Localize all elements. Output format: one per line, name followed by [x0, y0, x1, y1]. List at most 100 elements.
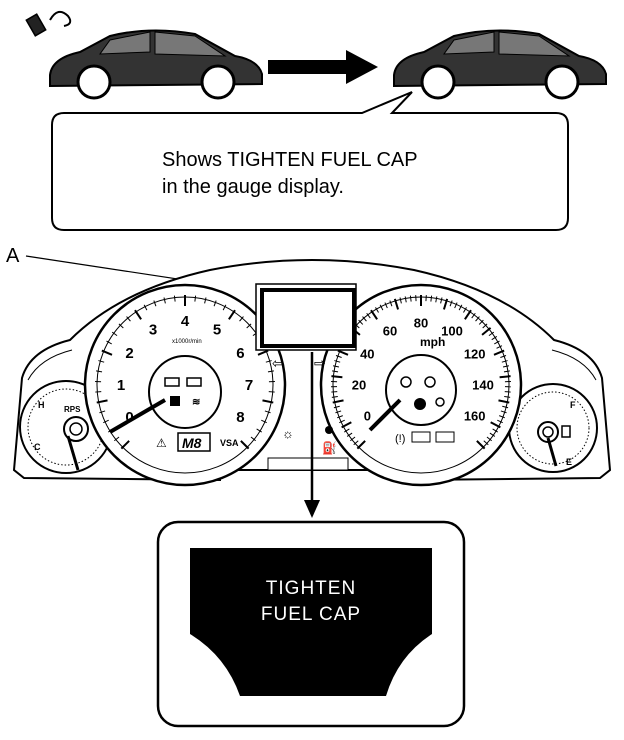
dial-tick: [335, 355, 342, 358]
dial-tick: [389, 300, 393, 307]
dial-tick: [409, 295, 412, 302]
dial-tick: [331, 375, 343, 379]
dial-tick: [337, 415, 343, 419]
security-indicator-icon: [325, 426, 333, 434]
dial-tick: [442, 298, 449, 310]
dial-tick: [488, 331, 495, 337]
dial-tick: [370, 309, 378, 320]
warning-triangle-icon: ⚠: [156, 436, 167, 450]
dial-tick: [493, 349, 505, 356]
dial-tick: [228, 309, 236, 320]
dial-number: 0: [125, 409, 133, 426]
car-before-icon: [49, 29, 263, 100]
car-after-icon: [393, 29, 607, 100]
dial-tick: [265, 360, 272, 363]
dial-tick: [362, 316, 367, 322]
headlight-icon: ☼: [282, 426, 294, 441]
dial-number: 2: [125, 345, 133, 362]
dial-tick: [250, 436, 256, 442]
dial-tick: [257, 349, 269, 356]
speed-warning-icons: [400, 376, 445, 410]
dial-tick: [375, 307, 379, 313]
dial-tick: [475, 316, 480, 322]
dial-tick: [101, 349, 113, 356]
display-text-line-1: TIGHTEN: [266, 578, 356, 599]
dial-tick: [120, 440, 130, 450]
dial-tick: [483, 440, 489, 446]
dial-tick: [435, 296, 438, 303]
dial-tick: [246, 323, 252, 329]
dial-tick: [476, 440, 486, 450]
dial-tick: [153, 300, 157, 307]
speed-needle: [368, 398, 402, 432]
dial-tick: [332, 365, 340, 368]
right-gauge-bottom-label: E: [566, 457, 572, 467]
dial-tick: [449, 300, 453, 307]
dial-tick: [267, 370, 274, 373]
dial-tick: [454, 302, 458, 309]
dial-tick: [96, 399, 108, 404]
dial-tick: [489, 432, 496, 437]
dial-tick: [492, 428, 498, 433]
dial-tick: [490, 421, 501, 429]
dial-tick: [471, 312, 476, 319]
dial-tick: [103, 419, 109, 424]
turn-signal-right-icon: ⇨: [314, 355, 326, 371]
dial-tick: [98, 360, 105, 363]
dial-number: 160: [464, 408, 486, 423]
dial-tick: [463, 307, 467, 313]
dial-tick: [256, 428, 262, 433]
dial-number: 1: [117, 377, 125, 394]
dial-tick: [344, 428, 350, 433]
low-fuel-icon: ⛽: [322, 441, 337, 455]
dial-tick: [503, 370, 510, 373]
dial-tick: [384, 302, 388, 309]
gauge-display-window: [260, 288, 356, 348]
dial-number: 100: [441, 324, 463, 339]
dial-tick: [366, 312, 371, 319]
dial-tick: [346, 432, 353, 437]
dial-number: 7: [245, 377, 253, 394]
dial-tick: [134, 309, 142, 320]
dial-tick: [111, 331, 118, 337]
dial-tick: [240, 440, 250, 450]
dial-tick: [99, 410, 106, 414]
dial-tick: [353, 440, 359, 446]
dial-number: 0: [364, 408, 371, 423]
left-gauge-bottom-label: C: [34, 442, 41, 452]
transition-arrow: [268, 50, 378, 84]
dial-number: 120: [464, 346, 486, 361]
dial-number: 60: [383, 324, 397, 339]
left-gauge-name: RPS: [64, 405, 81, 414]
dial-tick: [126, 316, 131, 322]
dial-tick: [204, 297, 207, 304]
zoomed-display: TIGHTEN FUEL CAP: [156, 520, 466, 728]
dial-tick: [399, 297, 402, 304]
dial-tick: [482, 323, 488, 329]
dial-tick: [350, 436, 356, 442]
dial-tick: [339, 419, 345, 424]
display-text-line-2: FUEL CAP: [261, 604, 361, 625]
dial-tick: [440, 297, 443, 304]
dial-tick: [500, 410, 507, 414]
dial-tick: [499, 375, 511, 379]
tach-needle: [108, 398, 167, 434]
dial-tick: [379, 304, 384, 311]
dial-tick: [356, 440, 366, 450]
dial-tick: [261, 419, 267, 424]
dial-tick: [464, 309, 472, 320]
right-gauge-top-label: F: [570, 400, 576, 410]
dial-tick: [333, 405, 340, 409]
dial-tick: [114, 436, 120, 442]
dial-tick: [173, 295, 176, 302]
callout-box: Shows TIGHTEN FUEL CAP in the gauge disp…: [51, 91, 569, 231]
dial-tick: [334, 360, 341, 363]
dial-number: 40: [360, 346, 374, 361]
callout-line-2: in the gauge display.: [162, 176, 344, 198]
svg-text:≋: ≋: [192, 397, 200, 408]
dial-tick: [106, 340, 112, 345]
dial-number: 80: [414, 315, 428, 330]
dial-tick: [504, 396, 511, 398]
